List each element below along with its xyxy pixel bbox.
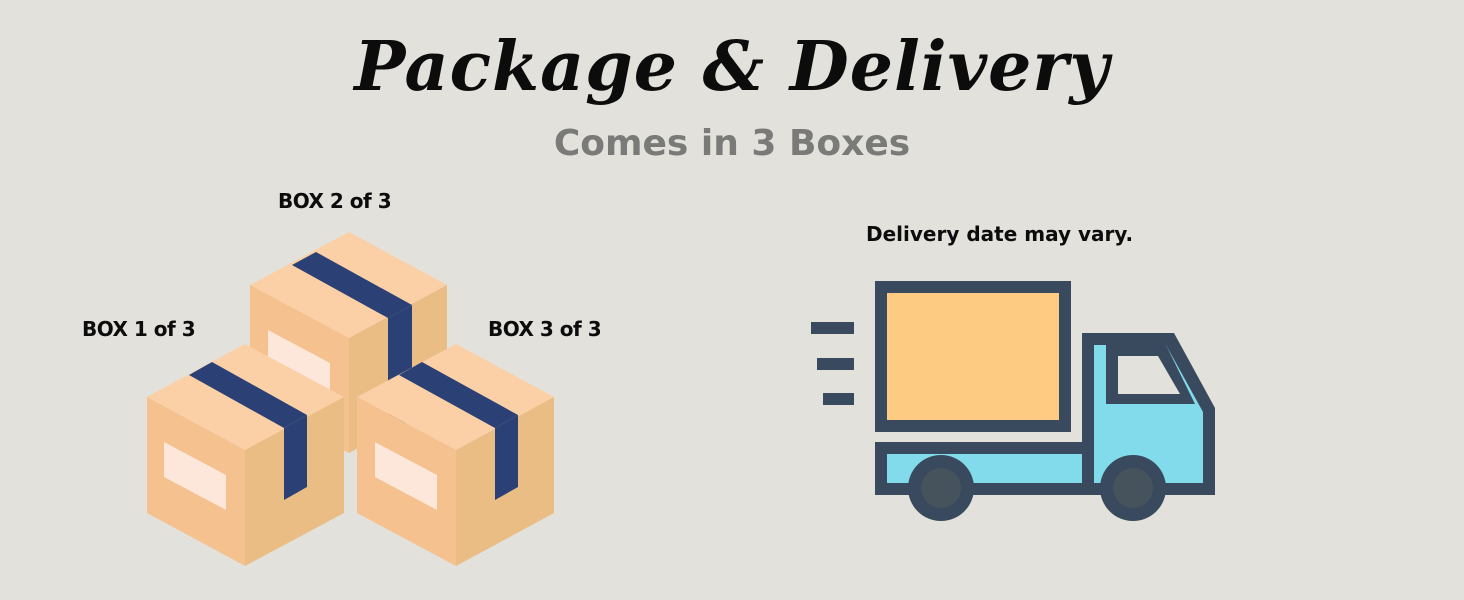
box-3-label: BOX 3 of 3	[488, 317, 602, 341]
speed-lines-icon	[811, 322, 854, 405]
page-subtitle: Comes in 3 Boxes	[553, 123, 911, 164]
front-wheel-icon	[1100, 455, 1166, 521]
box-1-label: BOX 1 of 3	[82, 317, 196, 341]
cab-window	[1118, 356, 1180, 394]
cargo-fill	[887, 293, 1059, 420]
rear-wheel-icon	[908, 455, 974, 521]
box-1-icon	[147, 344, 344, 566]
page-title: Package & Delivery	[354, 27, 1110, 107]
box-3-icon	[357, 344, 554, 566]
box-2-label: BOX 2 of 3	[278, 189, 392, 213]
delivery-note: Delivery date may vary.	[866, 222, 1134, 246]
